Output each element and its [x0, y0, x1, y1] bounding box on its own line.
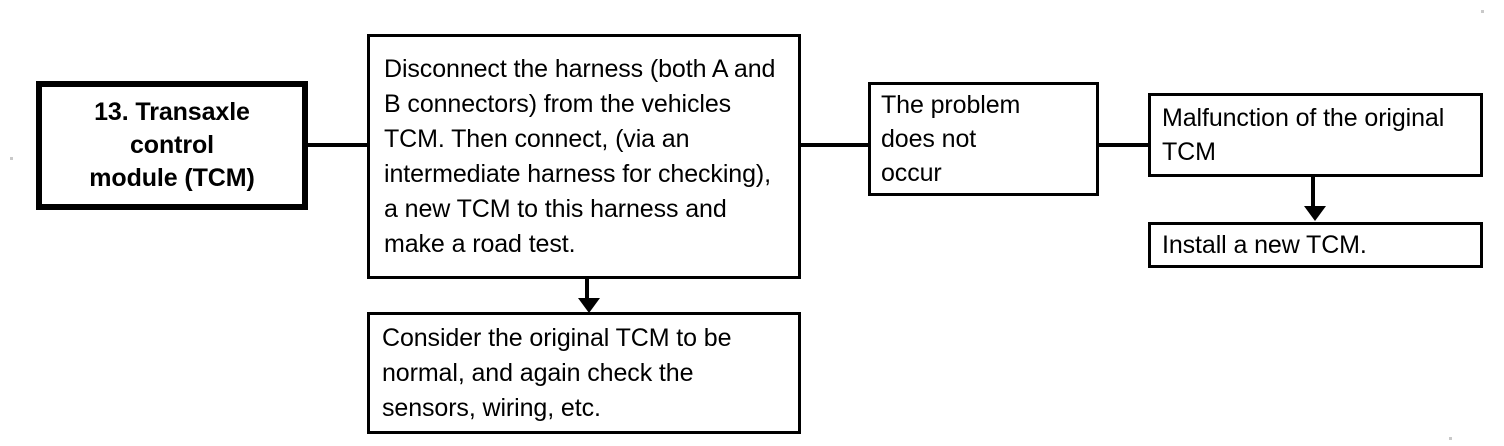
node-install-new-tcm[interactable]: Install a new TCM.: [1148, 222, 1483, 268]
node-consider-tcm-normal[interactable]: Consider the original TCM to be normal, …: [367, 312, 801, 434]
connector-instruction-to-alternate: [585, 277, 589, 305]
scan-speckle: [1449, 437, 1452, 440]
node-consider-tcm-normal-label: Consider the original TCM to be normal, …: [382, 323, 732, 422]
connector-start-to-instruction: [305, 143, 370, 147]
node-problem-does-not-occur[interactable]: The problem does not occur: [868, 82, 1099, 196]
connector-instruction-to-result: [798, 143, 871, 147]
node-disconnect-harness-instruction[interactable]: Disconnect the harness (both A and B con…: [367, 34, 801, 279]
node-problem-does-not-occur-label: The problem does not occur: [881, 91, 1021, 187]
connector-result-to-diagnosis: [1096, 143, 1151, 147]
node-malfunction-original-tcm[interactable]: Malfunction of the original TCM: [1148, 93, 1483, 177]
connector-diagnosis-to-action: [1311, 175, 1315, 209]
node-install-new-tcm-label: Install a new TCM.: [1162, 231, 1367, 259]
scan-speckle: [10, 157, 13, 160]
arrow-down-icon: [578, 298, 600, 313]
arrow-down-icon: [1304, 206, 1326, 221]
node-transaxle-control-module-label: 13. Transaxle control module (TCM): [89, 98, 255, 192]
node-disconnect-harness-instruction-label: Disconnect the harness (both A and B con…: [384, 54, 776, 258]
scan-speckle: [1481, 10, 1484, 13]
node-transaxle-control-module[interactable]: 13. Transaxle control module (TCM): [36, 81, 308, 210]
node-malfunction-original-tcm-label: Malfunction of the original TCM: [1162, 104, 1445, 166]
